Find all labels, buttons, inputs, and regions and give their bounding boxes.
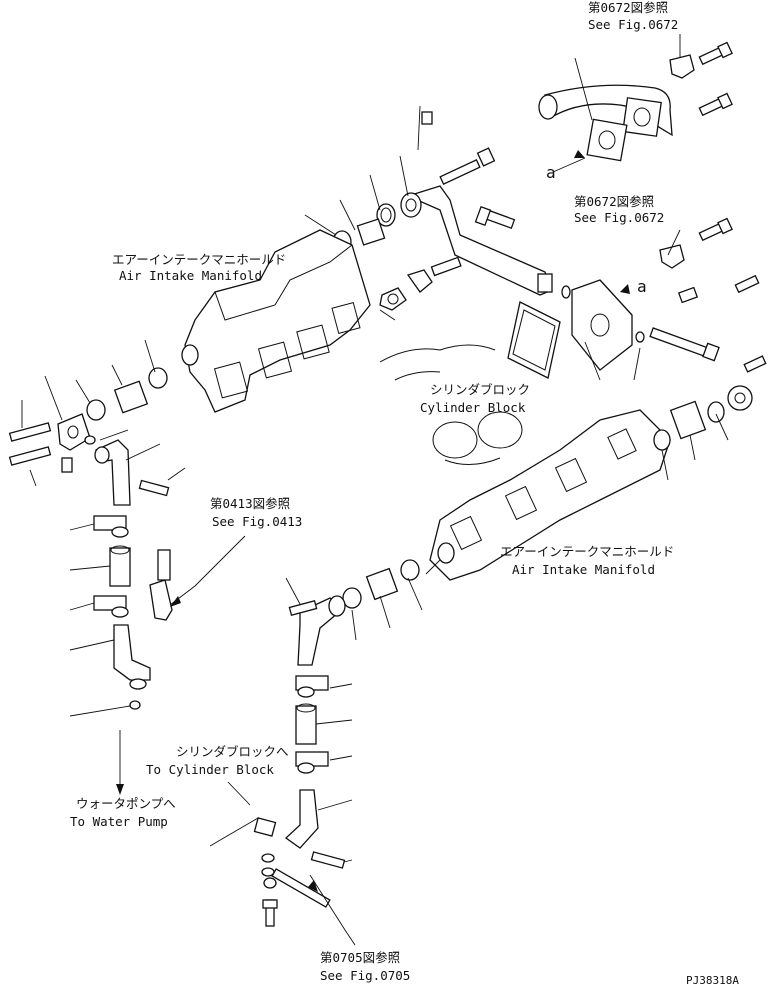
left-bolts [8,422,52,466]
ref-a-upper: a [546,163,556,182]
left-flange-connector [57,413,91,451]
upper-right-gasket [586,118,628,162]
fig0413-en-label: See Fig.0413 [212,514,302,529]
center-cover-plate [507,301,561,379]
upper-right-bracket [669,54,695,79]
upper-center-side-bolt [474,205,516,230]
fig0672-mid-en-label: See Fig.0672 [574,210,664,225]
mid-right-fitting [677,286,699,304]
fig0672-top-jp-label: 第0672図参照 [588,0,668,15]
upper-center-plate [406,269,433,293]
cylinder-block-en-label: Cylinder Block [420,400,526,415]
mid-right-bolt-2 [734,274,760,294]
left-plug [61,457,73,473]
to-cyl-block-en-label: To Cylinder Block [146,762,274,777]
upper-center-bolt [439,147,496,185]
left-oring [84,435,96,445]
lower-vertical-bolt [262,899,278,927]
left-elbow-bolt [138,479,170,497]
upper-right-bolt-1 [698,41,733,66]
lower-fitting [253,817,277,877]
mid-right-flange-block [571,279,633,371]
drawing-number: PJ38318A [686,974,739,987]
mid-right-long-bolt [649,327,720,362]
fig0413-bracket [149,549,173,621]
ref-a-mid: a [637,277,647,296]
mid-right-end-bolt [743,355,767,373]
left-elbow-pipe [94,439,131,506]
reference-arrows [116,150,630,892]
upper-center-small-bolt [421,111,433,125]
manifold-upper-jp-label: エアーインテークマニホールド [112,252,286,267]
upper-right-elbow-pipe [538,84,673,137]
fig0705-en-label: See Fig.0705 [320,968,410,983]
fig0705-jp-label: 第0705図参照 [320,950,400,965]
manifold-lower-en-label: Air Intake Manifold [512,562,655,577]
cylinder-block-sketch [379,344,523,465]
lower-center-elbow [288,595,346,666]
water-pump-en-label: To Water Pump [70,814,168,829]
upper-intake-manifold [181,229,371,413]
lower-bolt [310,851,346,869]
manifold-upper-en-label: Air Intake Manifold [119,268,262,283]
lower-intake-manifold [429,409,671,581]
left-hose-stack [93,515,151,710]
to-cyl-block-jp-label: シリンダブロックへ [176,744,289,759]
upper-center-gasket [379,287,407,311]
manifold-lower-jp-label: エアーインテークマニホールド [500,544,674,559]
water-pump-jp-label: ウォータポンプへ [76,796,176,811]
mid-right-oring [561,285,571,299]
mid-right-bracket [659,244,685,269]
upper-center-bolt-2 [430,256,462,277]
lower-hose-stack [284,675,329,849]
left-hose-clamp-row [86,367,168,421]
fig0413-jp-label: 第0413図参照 [210,496,290,511]
upper-right-bolt-2 [698,92,733,117]
lower-right-clamps [653,385,753,451]
fig0672-mid-jp-label: 第0672図参照 [574,194,654,209]
upper-center-pipe [400,185,553,296]
lower-center-clamps [342,559,420,609]
mid-right-seal-ring [635,331,645,343]
mid-right-bolt-1 [698,217,733,242]
cylinder-block-jp-label: シリンダブロック [430,382,530,397]
fig0672-top-en-label: See Fig.0672 [588,17,678,32]
